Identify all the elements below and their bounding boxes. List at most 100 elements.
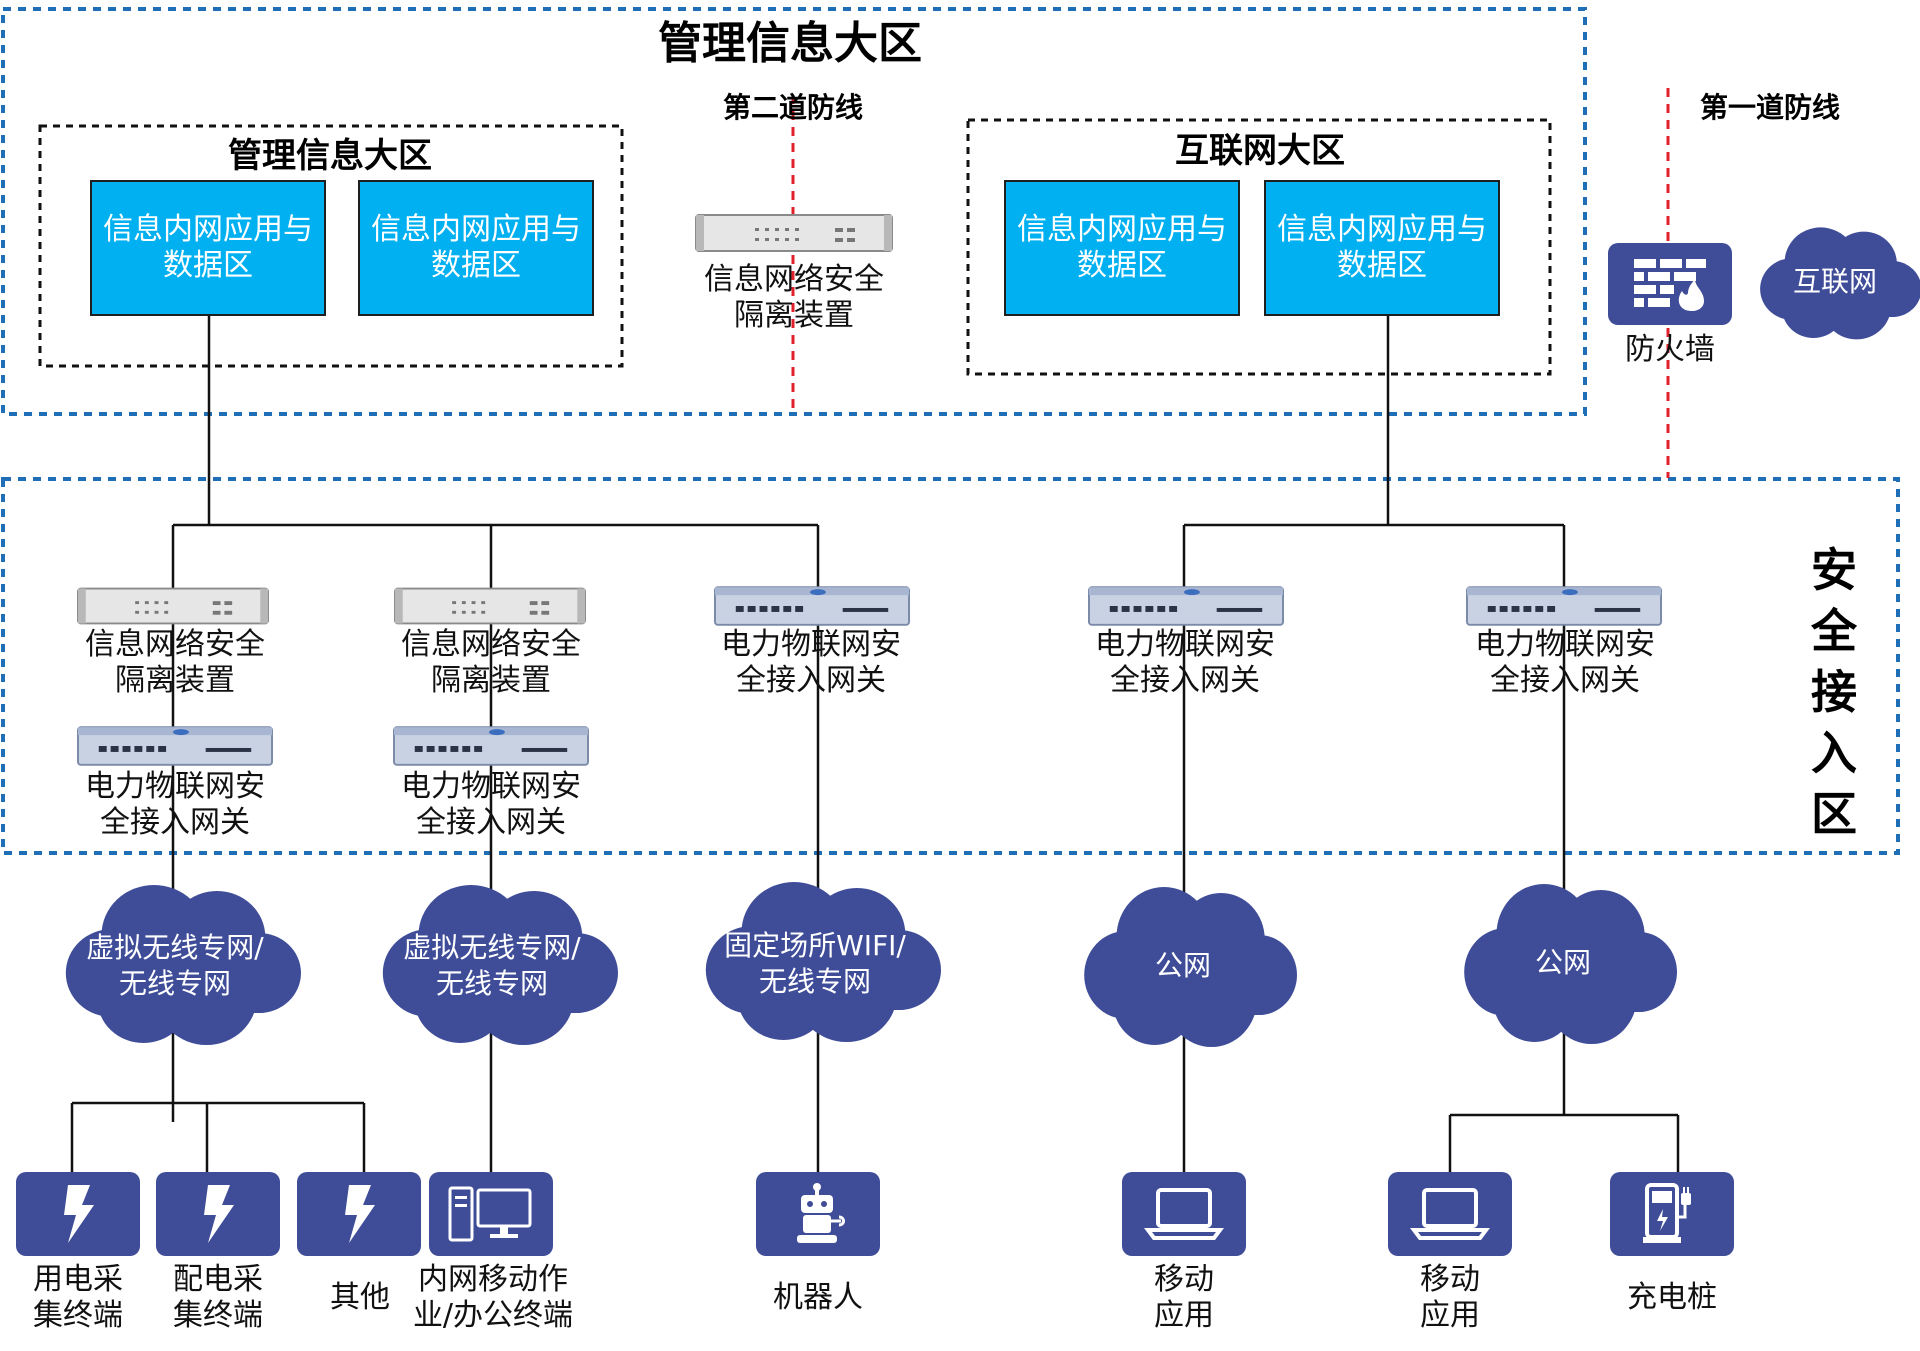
terminal-mobile-app-2: [1388, 1172, 1512, 1256]
cloud-label-line2: 无线专网: [118, 967, 231, 1000]
terminal-label-5: 机器人: [748, 1280, 888, 1316]
app-data-zone-box-1: 信息内网应用与 数据区: [90, 180, 326, 316]
terminal-label-line2: 集终端: [173, 1298, 263, 1333]
terminal-label-4: 内网移动作 业/办公终端: [400, 1262, 586, 1334]
gateway-label-wifi: 电力物联网安 全接入网关: [706, 627, 916, 699]
top-isolator-line2: 隔离装置: [734, 298, 854, 333]
device-label-line2: 全接入网关: [416, 805, 566, 840]
terminal-label-6: 移动 应用: [1114, 1262, 1254, 1334]
internet-cloud-label: 互联网: [1792, 265, 1877, 298]
app-box-line1: 信息内网应用与: [103, 212, 313, 247]
lightning-icon: [204, 1185, 234, 1243]
cloud-label-public-2: 公网: [1463, 945, 1663, 981]
terminal-label-line1: 移动: [1420, 1262, 1480, 1297]
app-box-line1: 信息内网应用与: [1017, 212, 1227, 247]
terminal-other: [297, 1172, 421, 1256]
gateway-label-left-2: 电力物联网安 全接入网关: [386, 769, 596, 841]
device-label-line1: 信息网络安全: [401, 627, 581, 662]
app-box-line2: 数据区: [1077, 248, 1167, 283]
cloud-label-wifi: 固定场所WIFI/ 无线专网: [695, 928, 935, 1000]
mgmt-inner-zone-border: [38, 124, 624, 368]
gateway-label-left-1: 电力物联网安 全接入网关: [70, 769, 280, 841]
terminal-label-line1: 机器人: [773, 1280, 863, 1315]
terminal-robot: [756, 1172, 880, 1256]
cloud-label-2: 虚拟无线专网/ 无线专网: [372, 930, 612, 1002]
device-label-line2: 全接入网关: [1110, 663, 1260, 698]
device-label-line2: 隔离装置: [431, 663, 551, 698]
charging-pile-icon: [1643, 1183, 1691, 1243]
device-label-line1: 电力物联网安: [1475, 627, 1655, 662]
terminal-label-line1: 充电桩: [1627, 1280, 1717, 1315]
lightning-icon: [64, 1185, 94, 1243]
gateway-device-icon: [1088, 586, 1284, 626]
terminal-label-1: 用电采 集终端: [8, 1262, 148, 1334]
terminal-charging-pile: [1610, 1172, 1734, 1256]
terminal-label-8: 充电桩: [1602, 1280, 1742, 1316]
isolator-label-1: 信息网络安全 隔离装置: [70, 627, 280, 699]
internet-zone-title: 互联网大区: [1175, 131, 1345, 171]
terminal-label-line2: 业/办公终端: [412, 1298, 574, 1333]
isolator-device-icon: [695, 214, 893, 252]
cloud-label-1: 虚拟无线专网/ 无线专网: [55, 930, 295, 1002]
isolator-device-icon: [394, 587, 586, 625]
app-box-line1: 信息内网应用与: [371, 212, 581, 247]
secure-access-zone-border: [1, 477, 1900, 855]
terminal-office: [429, 1172, 553, 1256]
isolator-device-icon: [77, 587, 269, 625]
device-label-line2: 全接入网关: [736, 663, 886, 698]
mgmt-inner-title: 管理信息大区: [228, 136, 432, 176]
gateway-label-public-1: 电力物联网安 全接入网关: [1080, 627, 1290, 699]
cloud-label-public-1: 公网: [1083, 948, 1283, 984]
terminal-label-2: 配电采 集终端: [148, 1262, 288, 1334]
internet-zone-border: [966, 118, 1552, 376]
gateway-device-icon: [77, 726, 273, 766]
terminal-label-line1: 其他: [330, 1280, 390, 1315]
app-box-line2: 数据区: [431, 248, 521, 283]
terminal-mobile-app-1: [1122, 1172, 1246, 1256]
secure-access-zone-title-text: 安全接入区: [1811, 543, 1857, 841]
app-data-zone-box-4: 信息内网应用与 数据区: [1264, 180, 1500, 316]
device-label-line1: 信息网络安全: [85, 627, 265, 662]
cloud-label-line2: 无线专网: [435, 967, 548, 1000]
device-label-line1: 电力物联网安: [1095, 627, 1275, 662]
device-label-line2: 全接入网关: [100, 805, 250, 840]
device-label-line1: 电力物联网安: [401, 769, 581, 804]
gateway-device-icon: [1466, 586, 1662, 626]
first-defense-label: 第一道防线: [1699, 91, 1840, 124]
app-box-line2: 数据区: [163, 248, 253, 283]
terminal-label-line1: 配电采: [173, 1262, 263, 1297]
cloud-label-line1: 固定场所WIFI/: [724, 929, 906, 962]
app-data-zone-box-2: 信息内网应用与 数据区: [358, 180, 594, 316]
gateway-device-icon: [714, 586, 910, 626]
cloud-label-line1: 公网: [1154, 949, 1211, 982]
desktop-computer-icon: [448, 1186, 532, 1242]
firewall-label: 防火墙: [1625, 332, 1715, 367]
connection-lines: [70, 316, 1680, 1180]
firewall-node: [1608, 243, 1732, 325]
terminal-label-line1: 用电采: [33, 1262, 123, 1297]
isolator-label-2: 信息网络安全 隔离装置: [386, 627, 596, 699]
robot-icon: [797, 1183, 845, 1243]
cloud-label-line1: 虚拟无线专网/: [86, 931, 264, 964]
terminal-label-line2: 应用: [1420, 1298, 1480, 1333]
app-data-zone-box-3: 信息内网应用与 数据区: [1004, 180, 1240, 316]
device-label-line1: 电力物联网安: [85, 769, 265, 804]
terminal-label-line2: 应用: [1154, 1298, 1214, 1333]
terminal-power-collection: [16, 1172, 140, 1256]
second-defense-label: 第二道防线: [722, 91, 863, 124]
app-box-line1: 信息内网应用与: [1277, 212, 1487, 247]
terminal-label-line1: 移动: [1154, 1262, 1214, 1297]
laptop-icon: [1410, 1188, 1490, 1240]
lightning-icon: [345, 1185, 375, 1243]
app-box-line2: 数据区: [1337, 248, 1427, 283]
top-isolator-label: 信息网络安全 隔离装置: [690, 262, 898, 334]
cloud-label-line2: 无线专网: [758, 965, 871, 998]
terminal-label-3: 其他: [290, 1280, 430, 1316]
device-label-line2: 全接入网关: [1490, 663, 1640, 698]
terminal-distribution-collection: [156, 1172, 280, 1256]
mgmt-outer-title: 管理信息大区: [658, 18, 922, 69]
terminal-label-line2: 集终端: [33, 1298, 123, 1333]
top-isolator-line1: 信息网络安全: [704, 262, 884, 297]
cloud-label-line1: 虚拟无线专网/: [403, 931, 581, 964]
